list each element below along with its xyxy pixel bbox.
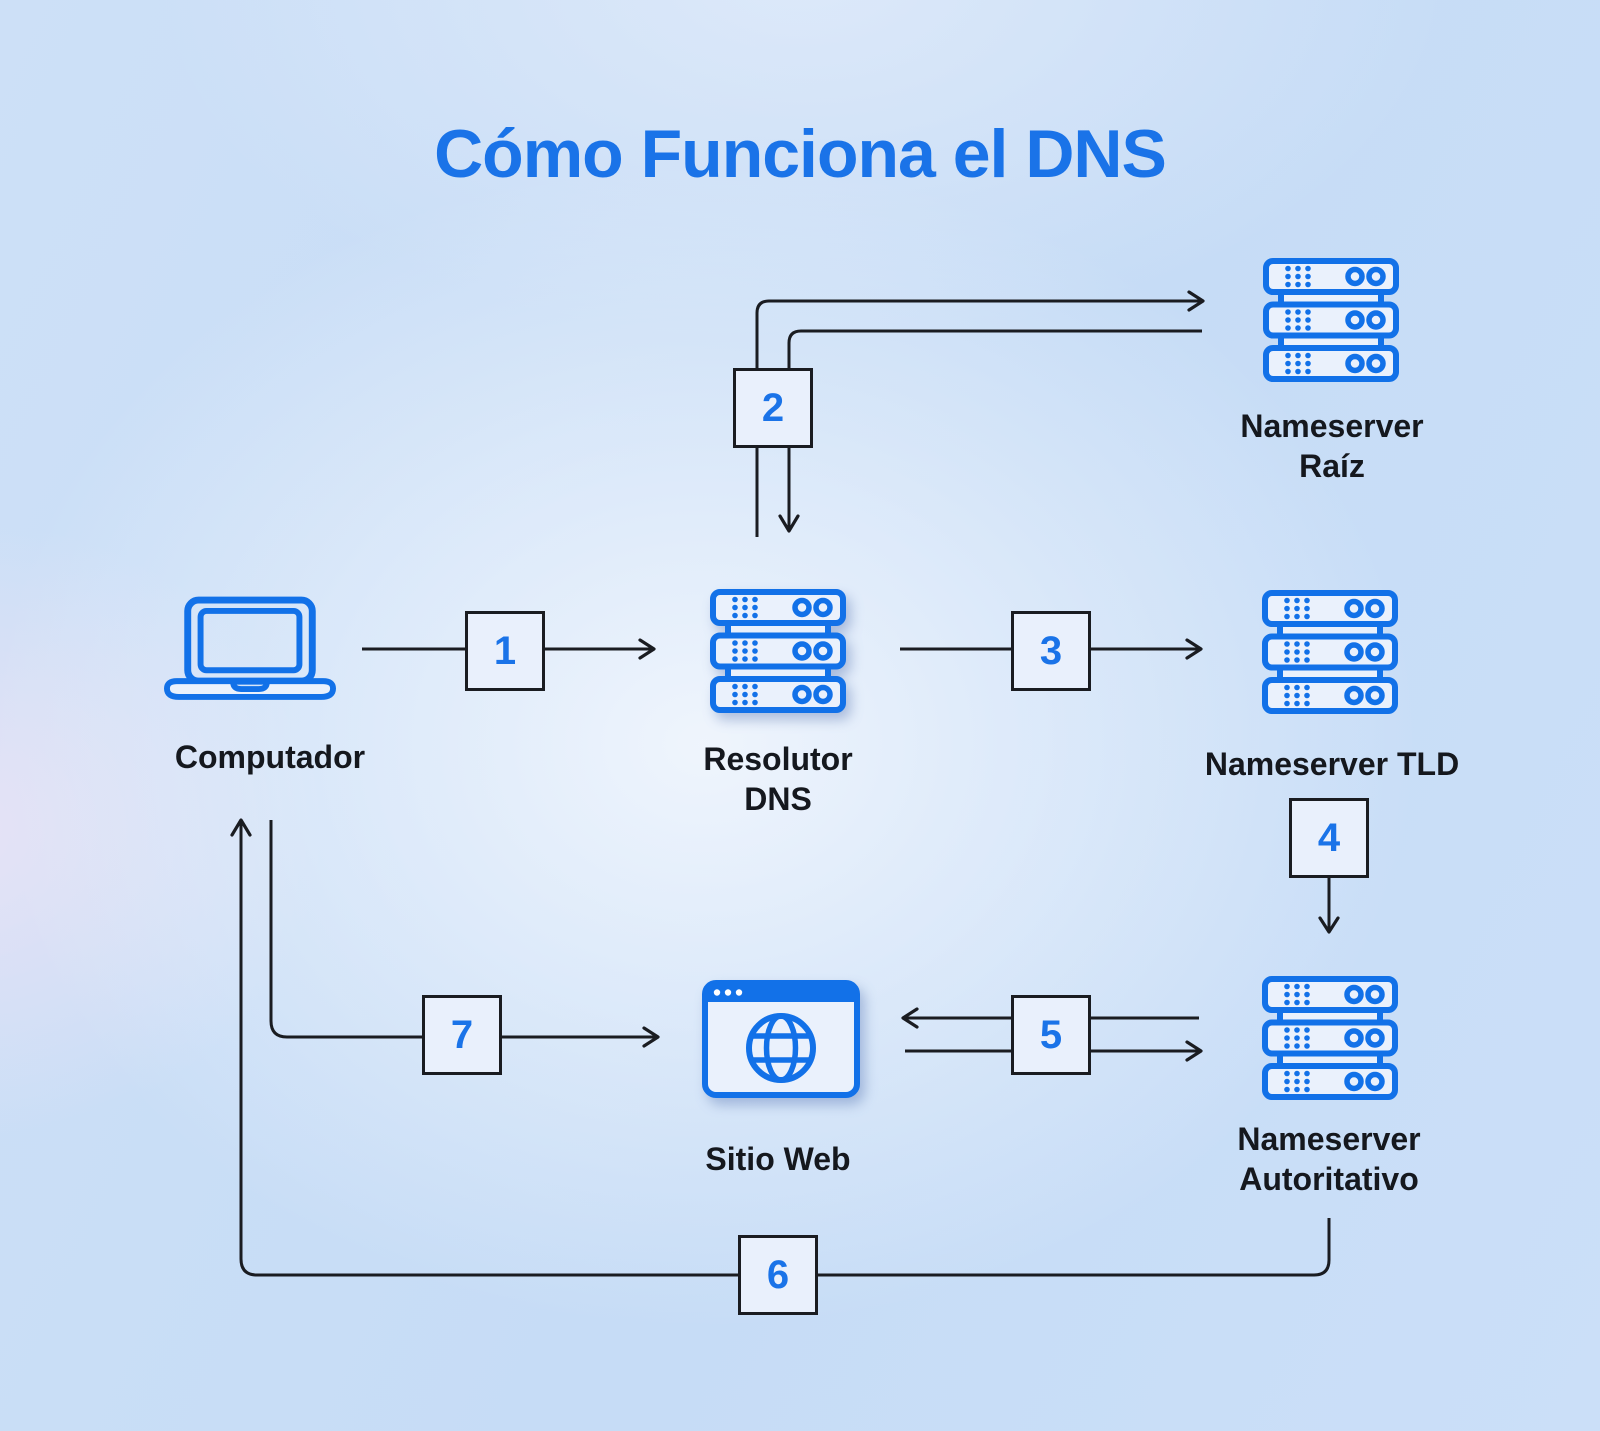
step-number-3: 3 bbox=[1039, 628, 1063, 673]
step-number-1: 1 bbox=[493, 628, 517, 673]
root-nameserver-label-line1: Nameserver bbox=[1240, 408, 1424, 444]
resolver-label-line1: Resolutor bbox=[703, 741, 853, 777]
step-number-6: 6 bbox=[766, 1252, 790, 1297]
authoritative-nameserver-label-line2: Autoritativo bbox=[1239, 1161, 1419, 1197]
step-box-3: 3 bbox=[1011, 611, 1091, 691]
step-box-2: 2 bbox=[733, 368, 813, 448]
browser-globe-icon bbox=[702, 980, 860, 1098]
tld-nameserver-label: Nameserver TLD bbox=[1205, 744, 1459, 784]
website-label: Sitio Web bbox=[705, 1139, 850, 1179]
step-box-4: 4 bbox=[1289, 798, 1369, 878]
authoritative-nameserver-icon bbox=[1262, 976, 1398, 1100]
step-box-6: 6 bbox=[738, 1235, 818, 1315]
step-number-2: 2 bbox=[761, 385, 785, 430]
resolver-label: Resolutor DNS bbox=[703, 739, 852, 819]
step-number-7: 7 bbox=[450, 1012, 474, 1057]
step-box-7: 7 bbox=[422, 995, 502, 1075]
tld-nameserver-label-line1: Nameserver TLD bbox=[1204, 746, 1460, 782]
step-box-5: 5 bbox=[1011, 995, 1091, 1075]
diagram-title: Cómo Funciona el DNS bbox=[434, 116, 1167, 192]
step-box-1: 1 bbox=[465, 611, 545, 691]
step-number-5: 5 bbox=[1039, 1012, 1063, 1057]
root-nameserver-label-line2: Raíz bbox=[1299, 448, 1365, 484]
root-nameserver-label: Nameserver Raíz bbox=[1240, 406, 1423, 486]
tld-nameserver-icon bbox=[1262, 590, 1398, 714]
computer-label: Computador bbox=[174, 739, 366, 775]
website-label-line1: Sitio Web bbox=[705, 1141, 851, 1177]
authoritative-nameserver-label-line1: Nameserver bbox=[1237, 1121, 1421, 1157]
laptop-icon bbox=[164, 596, 336, 700]
step-number-4: 4 bbox=[1317, 815, 1341, 860]
root-nameserver-icon bbox=[1263, 258, 1399, 382]
authoritative-nameserver-label: Nameserver Autoritativo bbox=[1237, 1119, 1420, 1199]
resolver-label-line2: DNS bbox=[744, 781, 812, 817]
dns-resolver-server-icon bbox=[710, 589, 846, 713]
